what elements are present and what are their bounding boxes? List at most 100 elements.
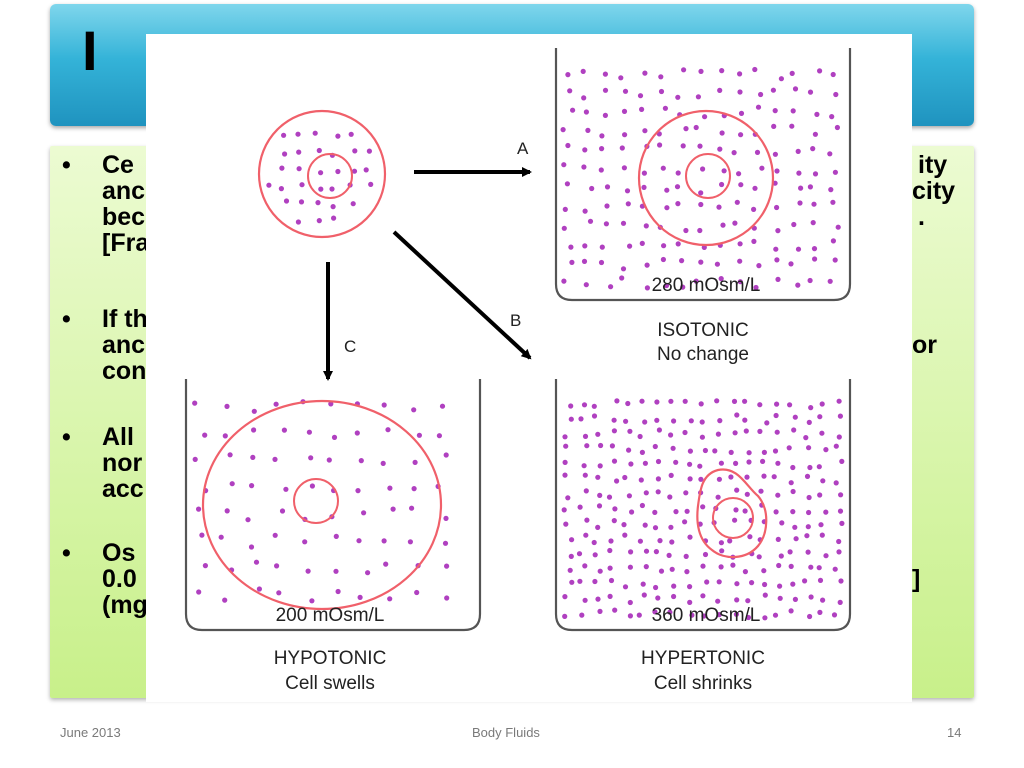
- solute-particle: [807, 89, 814, 95]
- solute-particle: [754, 149, 761, 155]
- solute-particle: [569, 259, 575, 265]
- solute-particle: [719, 548, 725, 554]
- solute-particle: [251, 427, 257, 433]
- solute-particle: [299, 182, 305, 188]
- solute-particle: [788, 480, 794, 486]
- solute-particle: [687, 584, 693, 590]
- solute-particle: [839, 458, 845, 464]
- solute-particle: [652, 443, 658, 450]
- solute-particle: [675, 94, 681, 100]
- solute-particle: [591, 413, 598, 419]
- solute-particle: [823, 509, 829, 515]
- solute-particle: [224, 508, 230, 514]
- solute-particle: [671, 593, 677, 600]
- solute-particle: [326, 457, 332, 463]
- hypotonic-beaker: [184, 379, 482, 632]
- solute-particle: [795, 246, 802, 252]
- solute-particle: [798, 185, 804, 191]
- bullet-marker: •: [62, 151, 71, 179]
- solute-particle: [687, 476, 693, 482]
- solute-particle: [712, 448, 718, 454]
- solute-particle: [820, 597, 826, 603]
- solute-particle: [762, 581, 768, 588]
- solute-particle: [698, 401, 704, 407]
- solute-particle: [757, 428, 763, 434]
- solute-particle: [837, 413, 844, 419]
- solute-particle: [793, 536, 799, 542]
- solute-particle: [701, 244, 707, 250]
- solute-particle: [812, 131, 819, 137]
- tonicity-diagram-svg: A B C 280 mOsm/L 200 mOsm/L 360 mOsm/L I…: [184, 48, 852, 694]
- bullet-text: bec: [102, 203, 146, 231]
- solute-particle: [660, 256, 667, 263]
- solute-particle: [777, 583, 783, 589]
- solute-particle: [737, 241, 743, 247]
- solute-particle: [569, 579, 575, 585]
- solute-particle: [693, 278, 699, 284]
- solute-particle: [734, 597, 740, 603]
- solute-particle: [819, 532, 825, 538]
- solute-particle: [728, 449, 734, 455]
- solute-particle: [733, 611, 740, 617]
- solute-particle: [771, 123, 777, 129]
- solute-particle: [608, 284, 614, 290]
- solute-particle: [348, 131, 354, 137]
- solute-particle: [697, 227, 703, 234]
- solute-particle: [639, 398, 645, 404]
- bullet-text: city: [912, 177, 956, 205]
- solute-particle: [791, 221, 797, 228]
- solute-particle: [612, 607, 618, 613]
- solute-particle: [772, 151, 779, 157]
- solute-particle: [742, 398, 748, 404]
- solute-particle: [811, 201, 817, 207]
- solute-particle: [283, 486, 289, 492]
- solute-particle: [253, 559, 260, 565]
- solute-particle: [652, 509, 658, 515]
- solute-particle: [731, 150, 737, 156]
- solute-particle: [622, 532, 628, 538]
- solute-particle: [591, 403, 597, 409]
- solute-particle: [596, 503, 603, 509]
- solute-particle: [627, 613, 633, 619]
- solute-particle: [218, 534, 224, 540]
- solute-particle: [444, 595, 450, 601]
- solute-particle: [664, 205, 670, 211]
- solute-particle: [789, 70, 795, 76]
- solute-particle: [777, 595, 783, 601]
- solute-particle: [608, 577, 615, 584]
- solute-particle: [836, 538, 842, 545]
- solute-particle: [755, 104, 762, 110]
- solute-particle: [591, 539, 597, 546]
- solute-particle: [595, 524, 601, 530]
- solute-particle: [808, 594, 814, 600]
- solute-particle: [569, 537, 575, 543]
- solute-particle: [582, 472, 588, 478]
- solute-particle: [702, 551, 709, 558]
- solute-particle: [335, 588, 341, 595]
- solute-particle: [354, 430, 360, 436]
- solute-particle: [742, 508, 748, 514]
- solute-particle: [716, 476, 723, 482]
- solute-particle: [562, 434, 568, 440]
- solute-particle: [330, 204, 336, 210]
- solute-particle: [627, 243, 633, 249]
- solute-particle: [295, 131, 301, 137]
- solute-particle: [296, 149, 302, 155]
- solute-particle: [582, 433, 589, 439]
- solute-particle: [563, 443, 569, 449]
- solute-particle: [597, 568, 603, 574]
- bullet-text: .: [918, 203, 925, 231]
- solute-particle: [561, 225, 567, 231]
- solute-particle: [416, 432, 422, 438]
- bullet-text: Ce: [102, 151, 134, 179]
- solute-particle: [227, 452, 233, 458]
- solute-particle: [595, 431, 601, 437]
- solute-particle: [273, 401, 279, 407]
- solute-particle: [764, 420, 770, 426]
- solute-particle: [335, 168, 341, 175]
- solute-particle: [609, 443, 615, 449]
- solute-particle: [817, 577, 824, 584]
- hypertonic-cell-membrane: [696, 468, 768, 559]
- solute-particle: [644, 262, 650, 268]
- solute-particle: [808, 564, 814, 570]
